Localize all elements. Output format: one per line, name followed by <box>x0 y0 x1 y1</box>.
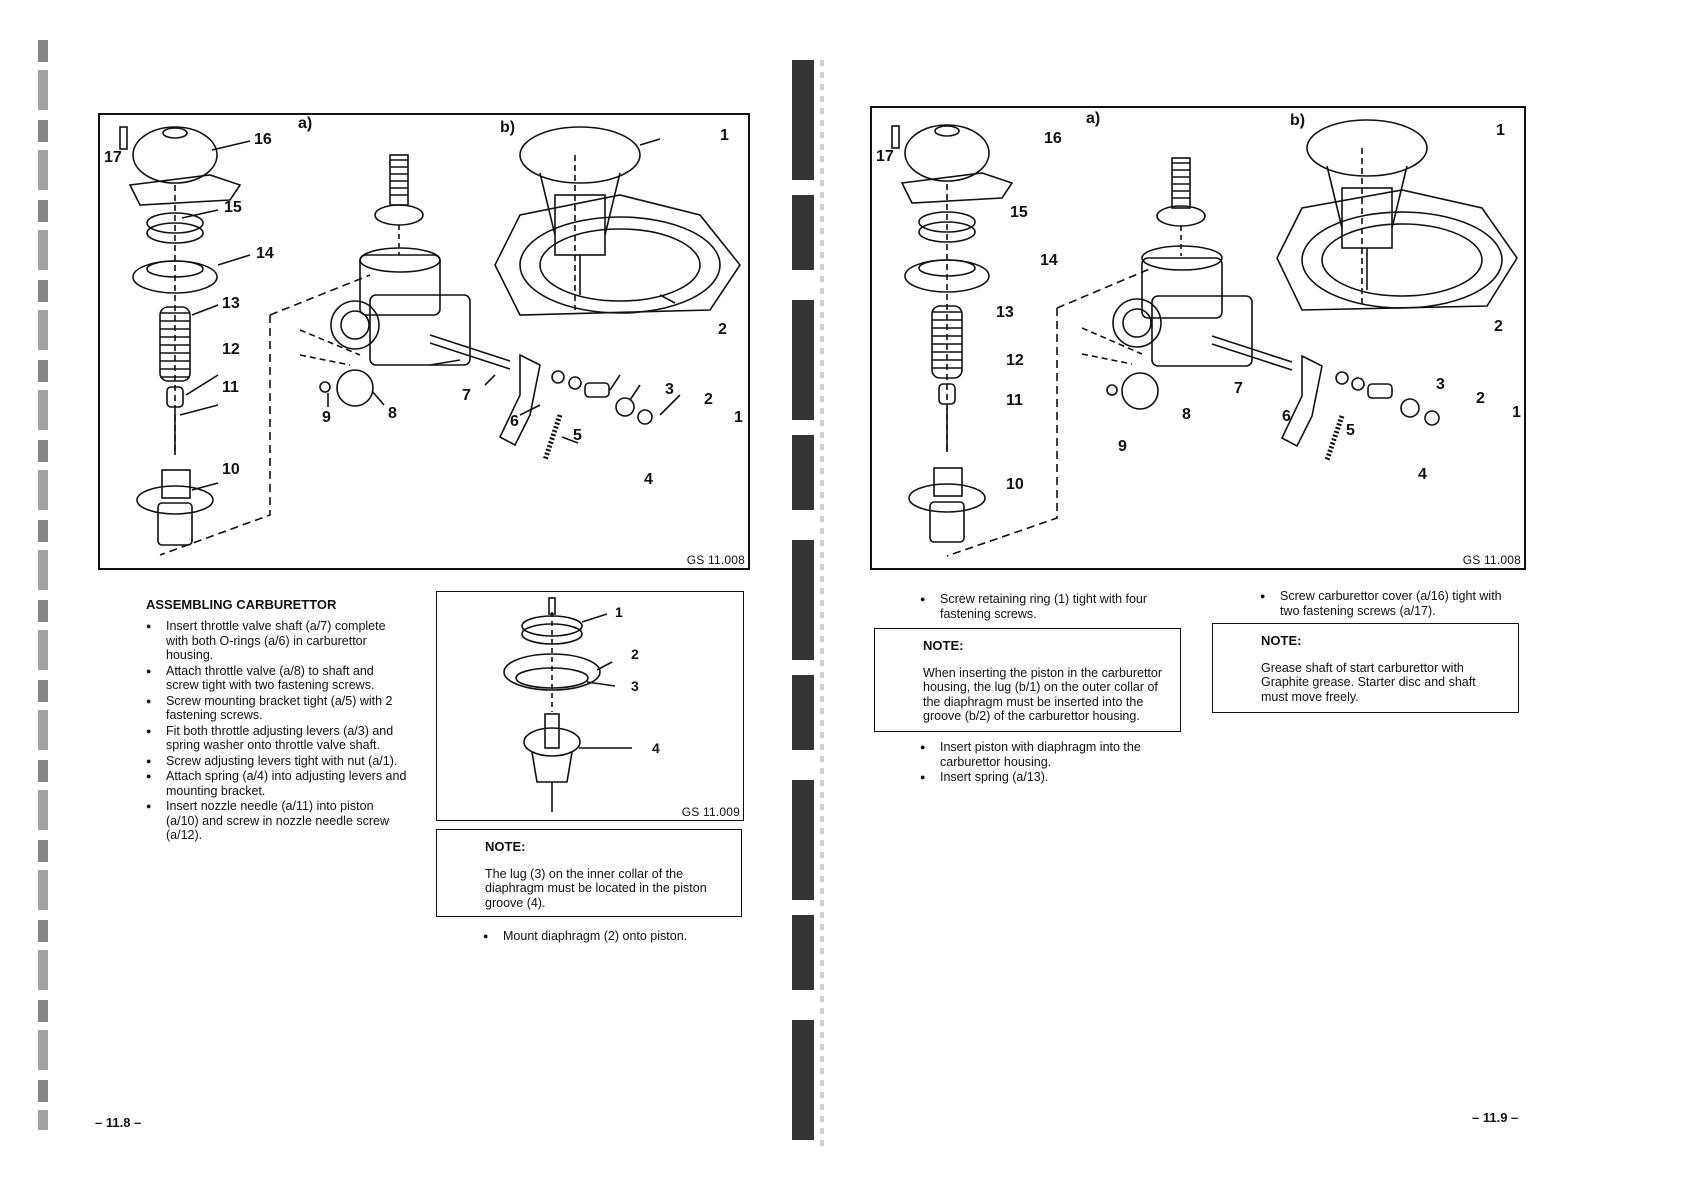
section-title: ASSEMBLING CARBURETTOR <box>146 597 337 612</box>
callout-7: 7 <box>1234 380 1243 397</box>
steps-piston-list: Insert piston with diaphragm into the ca… <box>920 740 1182 786</box>
exploded-view-drawing <box>119 126 741 556</box>
callout-5: 5 <box>1346 422 1355 439</box>
callout-8: 8 <box>1182 406 1191 423</box>
callout-13: 13 <box>996 304 1014 321</box>
callout-12: 12 <box>222 341 240 358</box>
step-item: Insert nozzle needle (a/11) into piston … <box>146 799 408 843</box>
callout-6: 6 <box>1282 408 1291 425</box>
step-item: Attach throttle valve (a/8) to shaft and… <box>146 664 408 693</box>
exploded-view-drawing <box>891 119 1518 557</box>
callout-3: 3 <box>1436 376 1445 393</box>
callout-10: 10 <box>222 461 240 478</box>
callout-2-b: 2 <box>718 321 727 338</box>
step-item: Screw retaining ring (1) tight with four… <box>920 592 1180 621</box>
piston-diaphragm-drawing <box>503 597 632 812</box>
figure-code: GS 11.008 <box>1462 553 1521 567</box>
step-item: Insert throttle valve shaft (a/7) comple… <box>146 619 408 663</box>
step-item: Screw adjusting levers tight with nut (a… <box>146 754 408 769</box>
step-after-note-list: Mount diaphragm (2) onto piston. <box>483 929 743 945</box>
callout-13: 13 <box>222 295 240 312</box>
callout-2-a: 2 <box>1476 390 1485 407</box>
step-item: Screw mounting bracket tight (a/5) with … <box>146 694 408 723</box>
callout-4: 4 <box>652 740 660 756</box>
note-text: Grease shaft of start carburettor with G… <box>1261 660 1476 704</box>
callout-2-b: 2 <box>1494 318 1503 335</box>
subfigure-a-label: a) <box>298 115 313 132</box>
callout-6: 6 <box>510 413 519 430</box>
subfigure-a-label: a) <box>1086 110 1101 127</box>
subfigure-b-label: b) <box>1290 112 1306 129</box>
callout-10: 10 <box>1006 476 1024 493</box>
callout-2-a: 2 <box>704 391 713 408</box>
step-item: Fit both throttle adjusting levers (a/3)… <box>146 724 408 753</box>
callout-1-a: 1 <box>1512 404 1521 421</box>
callout-1: 1 <box>615 604 623 620</box>
callout-7: 7 <box>462 387 471 404</box>
step-item: Insert spring (a/13). <box>920 770 1182 785</box>
step-cover-list: Screw carburettor cover (a/16) tight wit… <box>1260 589 1522 619</box>
callout-17: 17 <box>876 148 894 165</box>
callout-3: 3 <box>665 381 674 398</box>
note-box-piston-lug: NOTE: When inserting the piston in the c… <box>874 628 1181 732</box>
figure-exploded-carburettor-left: a) b) 17 16 15 14 13 12 11 10 9 8 7 6 5 … <box>98 113 750 570</box>
figure-piston-diaphragm: 1 2 3 4 GS 11.009 <box>436 591 744 821</box>
note-box-lug: NOTE: The lug (3) on the inner collar of… <box>436 829 742 917</box>
callout-11: 11 <box>222 379 239 396</box>
step-item: Insert piston with diaphragm into the ca… <box>920 740 1182 769</box>
callout-12: 12 <box>1006 352 1024 369</box>
callout-2: 2 <box>631 646 639 662</box>
book-gutter-shadow <box>792 60 814 1150</box>
callout-11: 11 <box>1006 392 1023 409</box>
callout-17: 17 <box>104 149 122 166</box>
note-box-start-carburettor: NOTE: Grease shaft of start carburettor … <box>1212 623 1519 713</box>
callout-4: 4 <box>1418 466 1427 483</box>
callout-16: 16 <box>254 131 272 148</box>
note-text: When inserting the piston in the carbure… <box>923 665 1163 724</box>
callout-1-b: 1 <box>720 127 729 144</box>
step-item: Mount diaphragm (2) onto piston. <box>483 929 743 944</box>
callout-15: 15 <box>224 199 242 216</box>
figure-code: GS 11.008 <box>686 553 745 567</box>
callout-16: 16 <box>1044 130 1062 147</box>
assembly-steps-list: Insert throttle valve shaft (a/7) comple… <box>146 619 408 844</box>
callout-9: 9 <box>322 409 331 426</box>
page-number-right: – 11.9 – <box>1472 1110 1519 1125</box>
figure-code: GS 11.009 <box>681 805 740 819</box>
subfigure-b-label: b) <box>500 119 516 136</box>
book-gutter-texture <box>820 60 824 1150</box>
page-number-left: – 11.8 – <box>95 1115 142 1130</box>
callout-14: 14 <box>1040 252 1058 269</box>
note-heading: NOTE: <box>485 839 526 854</box>
callout-4: 4 <box>644 471 653 488</box>
figure-exploded-carburettor-right: a) b) 17 16 15 14 13 12 11 10 9 8 7 6 5 … <box>870 106 1526 570</box>
step-retaining-ring-list: Screw retaining ring (1) tight with four… <box>920 592 1180 622</box>
scan-edge-left <box>38 40 48 1130</box>
step-item: Screw carburettor cover (a/16) tight wit… <box>1260 589 1522 618</box>
callout-3: 3 <box>631 678 639 694</box>
callout-9: 9 <box>1118 438 1127 455</box>
step-item: Attach spring (a/4) into adjusting lever… <box>146 769 408 798</box>
note-heading: NOTE: <box>1261 633 1302 648</box>
callout-8: 8 <box>388 405 397 422</box>
callout-14: 14 <box>256 245 274 262</box>
callout-5: 5 <box>573 427 582 444</box>
note-heading: NOTE: <box>923 638 964 653</box>
note-text: The lug (3) on the inner collar of the d… <box>485 866 707 910</box>
callout-15: 15 <box>1010 204 1028 221</box>
callout-1-b: 1 <box>1496 122 1505 139</box>
callout-1-a: 1 <box>734 409 743 426</box>
